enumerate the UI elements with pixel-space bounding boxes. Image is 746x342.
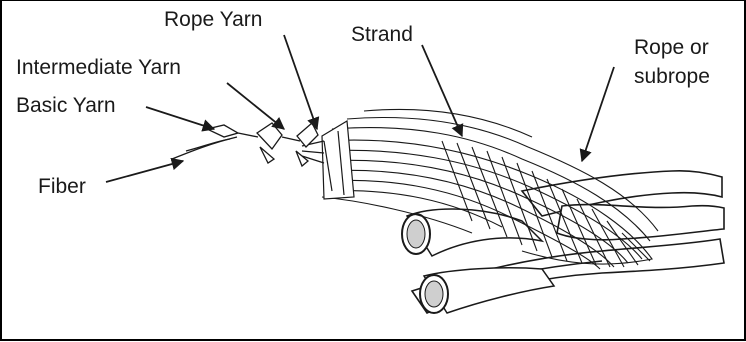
arrow-intermediate-yarn bbox=[227, 83, 284, 129]
arrow-basic-yarn bbox=[146, 107, 214, 129]
arrow-fiber bbox=[106, 161, 183, 182]
arrow-rope-or-subrope bbox=[582, 67, 614, 161]
arrow-rope-yarn bbox=[284, 35, 317, 129]
arrow-strand bbox=[422, 45, 462, 136]
label-rope-yarn: Rope Yarn bbox=[164, 8, 262, 32]
label-strand: Strand bbox=[351, 23, 413, 47]
label-rope-or-subrope-line1: Rope or bbox=[634, 36, 709, 60]
cut-strand-end-lower bbox=[420, 268, 554, 313]
label-basic-yarn: Basic Yarn bbox=[16, 94, 116, 118]
label-rope-or-subrope-line2: subrope bbox=[634, 65, 710, 89]
label-intermediate-yarn: Intermediate Yarn bbox=[16, 56, 181, 80]
yarn-detail bbox=[172, 123, 324, 166]
rope-yarns bbox=[322, 121, 354, 199]
label-fiber: Fiber bbox=[38, 175, 86, 199]
